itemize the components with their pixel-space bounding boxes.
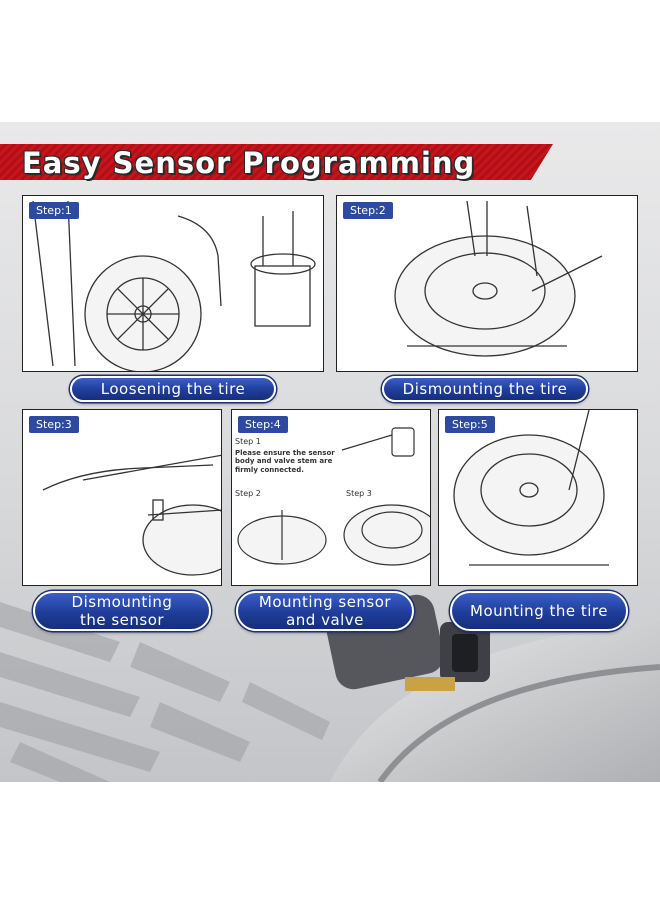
step4-caption: Mounting sensor and valve — [236, 591, 414, 631]
step4-note: Please ensure the sensor body and valve … — [235, 449, 335, 474]
step4-sub2: Step 2 — [235, 489, 261, 498]
step3-caption: Dismounting the sensor — [33, 591, 211, 631]
step1-tag: Step:1 — [29, 202, 79, 219]
step5-tag: Step:5 — [445, 416, 495, 433]
sensor-mounting-illustration — [237, 427, 430, 566]
step2-caption: Dismounting the tire — [382, 376, 588, 402]
step5-caption: Mounting the tire — [450, 591, 628, 631]
step3-tag: Step:3 — [29, 416, 79, 433]
step1-caption: Loosening the tire — [70, 376, 276, 402]
step5-panel: Step:5 — [438, 409, 638, 586]
step4-sub3: Step 3 — [346, 489, 372, 498]
step1-panel: Step:1 — [22, 195, 324, 372]
page-title: Easy Sensor Programming — [22, 146, 476, 180]
step2-panel: Step:2 — [336, 195, 638, 372]
step4-panel: Step 1 Please ensure the sensor body and… — [231, 409, 431, 586]
dismount-illustration — [394, 200, 603, 357]
tire-mounting-illustration — [453, 410, 609, 566]
title-banner — [0, 144, 553, 180]
step2-tag: Step:2 — [343, 202, 393, 219]
sensor-removal-illustration — [42, 454, 221, 576]
step3-panel: Step:3 — [22, 409, 222, 586]
instruction-graphic: Easy Sensor Programming Step:1 — [0, 122, 660, 782]
step4-sub1: Step 1 — [235, 437, 261, 446]
tire-changer-illustration — [32, 200, 316, 371]
step4-tag: Step:4 — [238, 416, 288, 433]
